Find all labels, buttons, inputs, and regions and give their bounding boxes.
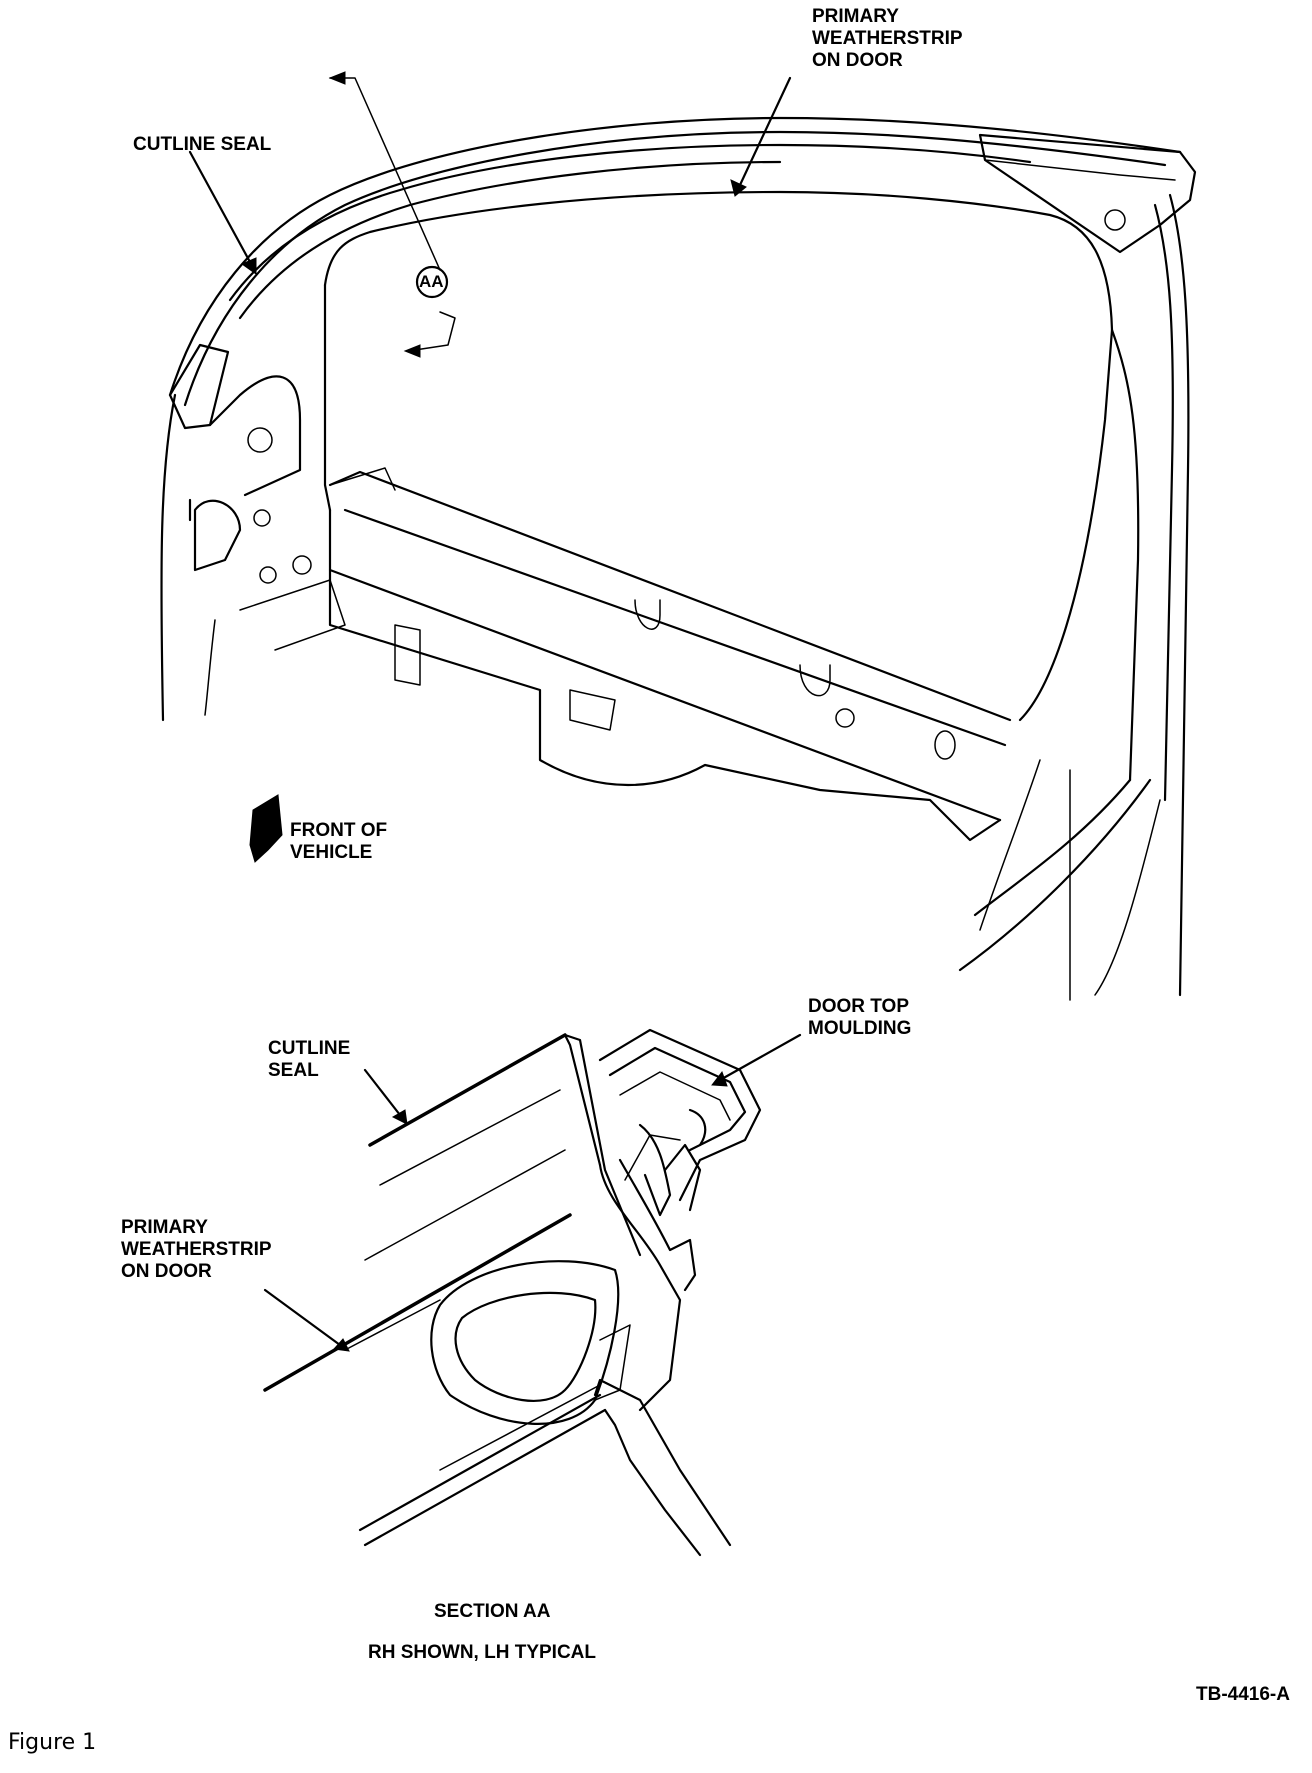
label-cutline-seal-top: CUTLINE SEAL <box>133 134 272 155</box>
label-cutline-seal-section: CUTLINE SEAL <box>268 1038 351 1081</box>
front-of-vehicle-arrow <box>249 794 283 863</box>
figure-caption: Figure 1 <box>8 1730 97 1755</box>
section-subtitle: RH SHOWN, LH TYPICAL <box>368 1642 596 1663</box>
label-section-marker: AA <box>419 272 444 291</box>
label-primary-weatherstrip-top: PRIMARY WEATHERSTRIP ON DOOR <box>812 6 963 71</box>
label-door-top-moulding: DOOR TOP MOULDING <box>808 996 912 1039</box>
section-marker-circle <box>415 265 449 299</box>
drawing-number: TB-4416-A <box>1196 1684 1290 1705</box>
label-front-of-vehicle: FRONT OF VEHICLE <box>290 820 388 863</box>
section-aa-drawing <box>263 1028 802 1557</box>
label-primary-weatherstrip-section: PRIMARY WEATHERSTRIP ON DOOR <box>121 1217 272 1282</box>
door-view-drawing <box>160 71 1197 1001</box>
section-title: SECTION AA <box>434 1601 551 1622</box>
